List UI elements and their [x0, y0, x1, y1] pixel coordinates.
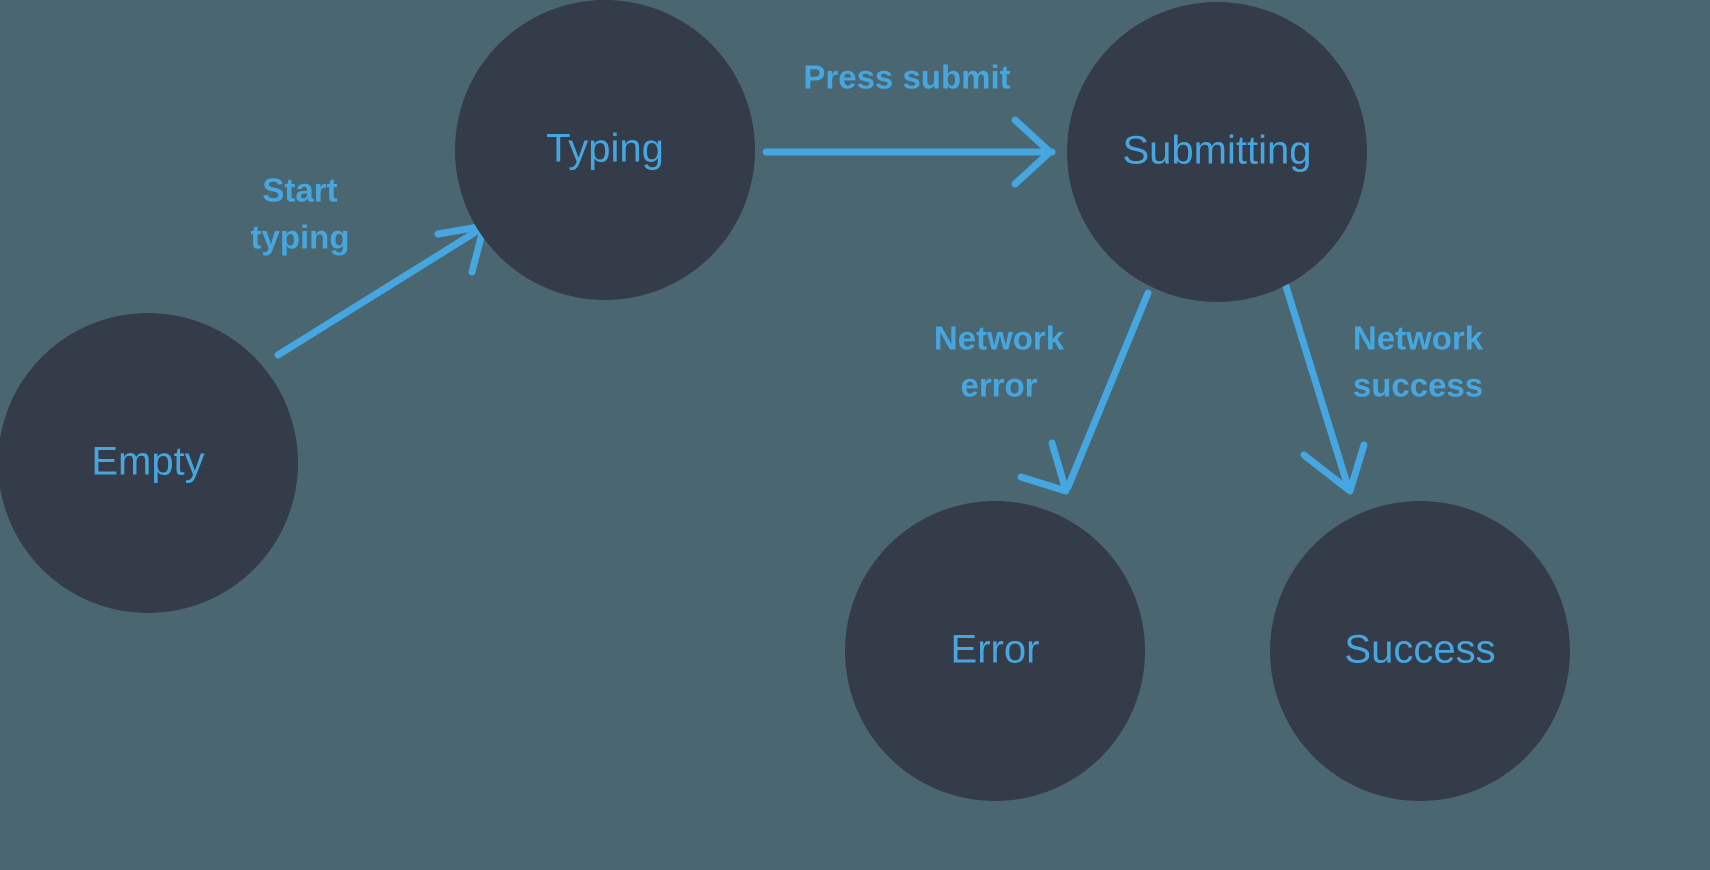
edge-label-start-typing-line1: Start	[262, 172, 337, 209]
node-error[interactable]: Error	[845, 501, 1145, 801]
edge-line-submitting-to-error	[1064, 289, 1152, 491]
node-circle-error[interactable]	[845, 501, 1145, 801]
node-label-submitting: Submitting	[1123, 129, 1312, 173]
edge-line-empty-to-typing	[274, 224, 486, 359]
edge-label-network-success-line2: success	[1353, 367, 1483, 404]
edge-typing-to-submitting: Press submit	[762, 59, 1056, 188]
node-submitting[interactable]: Submitting	[1067, 2, 1367, 302]
node-success[interactable]: Success	[1270, 501, 1570, 801]
edge-label-network-success-line1: Network	[1353, 320, 1484, 357]
edge-line-submitting-to-success	[1281, 279, 1352, 491]
node-empty[interactable]: Empty	[0, 313, 298, 613]
node-circle-submitting[interactable]	[1067, 2, 1367, 302]
node-circle-empty[interactable]	[0, 313, 298, 613]
node-circle-typing[interactable]	[455, 0, 755, 300]
edge-label-network-error-line1: Network	[934, 320, 1065, 357]
edge-arrowhead-submitting-to-error	[1017, 439, 1070, 495]
edge-label-network-error-line2: error	[960, 367, 1037, 404]
node-circle-success[interactable]	[1270, 501, 1570, 801]
edge-empty-to-typing: Start typing	[251, 172, 488, 359]
edge-label-start-typing-line2: typing	[251, 219, 350, 256]
node-label-empty: Empty	[91, 440, 204, 484]
edge-label-press-submit: Press submit	[803, 59, 1010, 96]
node-label-error: Error	[951, 628, 1040, 672]
node-label-success: Success	[1344, 628, 1495, 672]
node-label-typing: Typing	[546, 127, 664, 171]
edge-arrowhead-submitting-to-success	[1300, 441, 1368, 495]
edge-arrowhead-typing-to-submitting	[1011, 116, 1054, 188]
edge-submitting-to-success: Network success	[1281, 279, 1484, 495]
edge-submitting-to-error: Network error	[934, 289, 1152, 495]
node-typing[interactable]: Typing	[455, 0, 755, 300]
